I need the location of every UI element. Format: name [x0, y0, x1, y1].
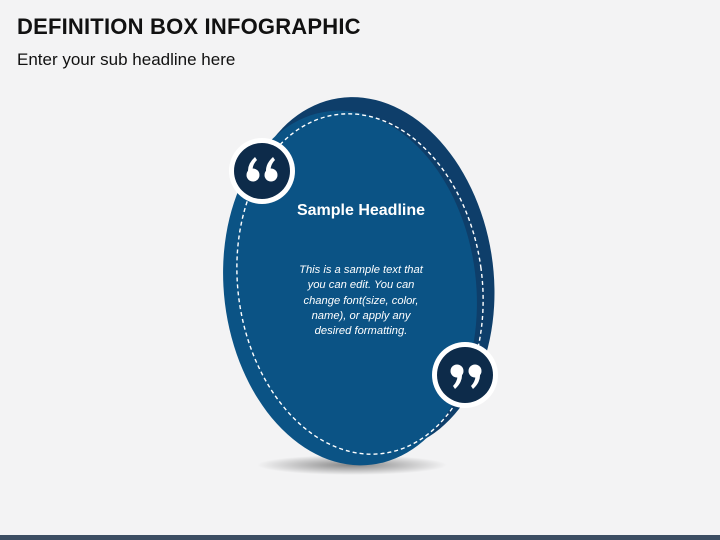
page-subtitle: Enter your sub headline here [17, 50, 236, 69]
bottom-bar [0, 535, 720, 540]
open-quote-badge [229, 138, 295, 204]
box-headline: Sample Headline [296, 202, 426, 219]
box-body-text: This is a sample text that you can edit.… [299, 264, 423, 338]
page-title: DEFINITION BOX INFOGRAPHIC [17, 14, 361, 39]
oval-front [223, 110, 477, 466]
oval-shadow [257, 455, 447, 475]
close-quote-badge [432, 342, 498, 408]
close-quote-icon [450, 364, 482, 389]
dashed-outline [236, 113, 484, 455]
open-quote-icon [246, 157, 278, 182]
